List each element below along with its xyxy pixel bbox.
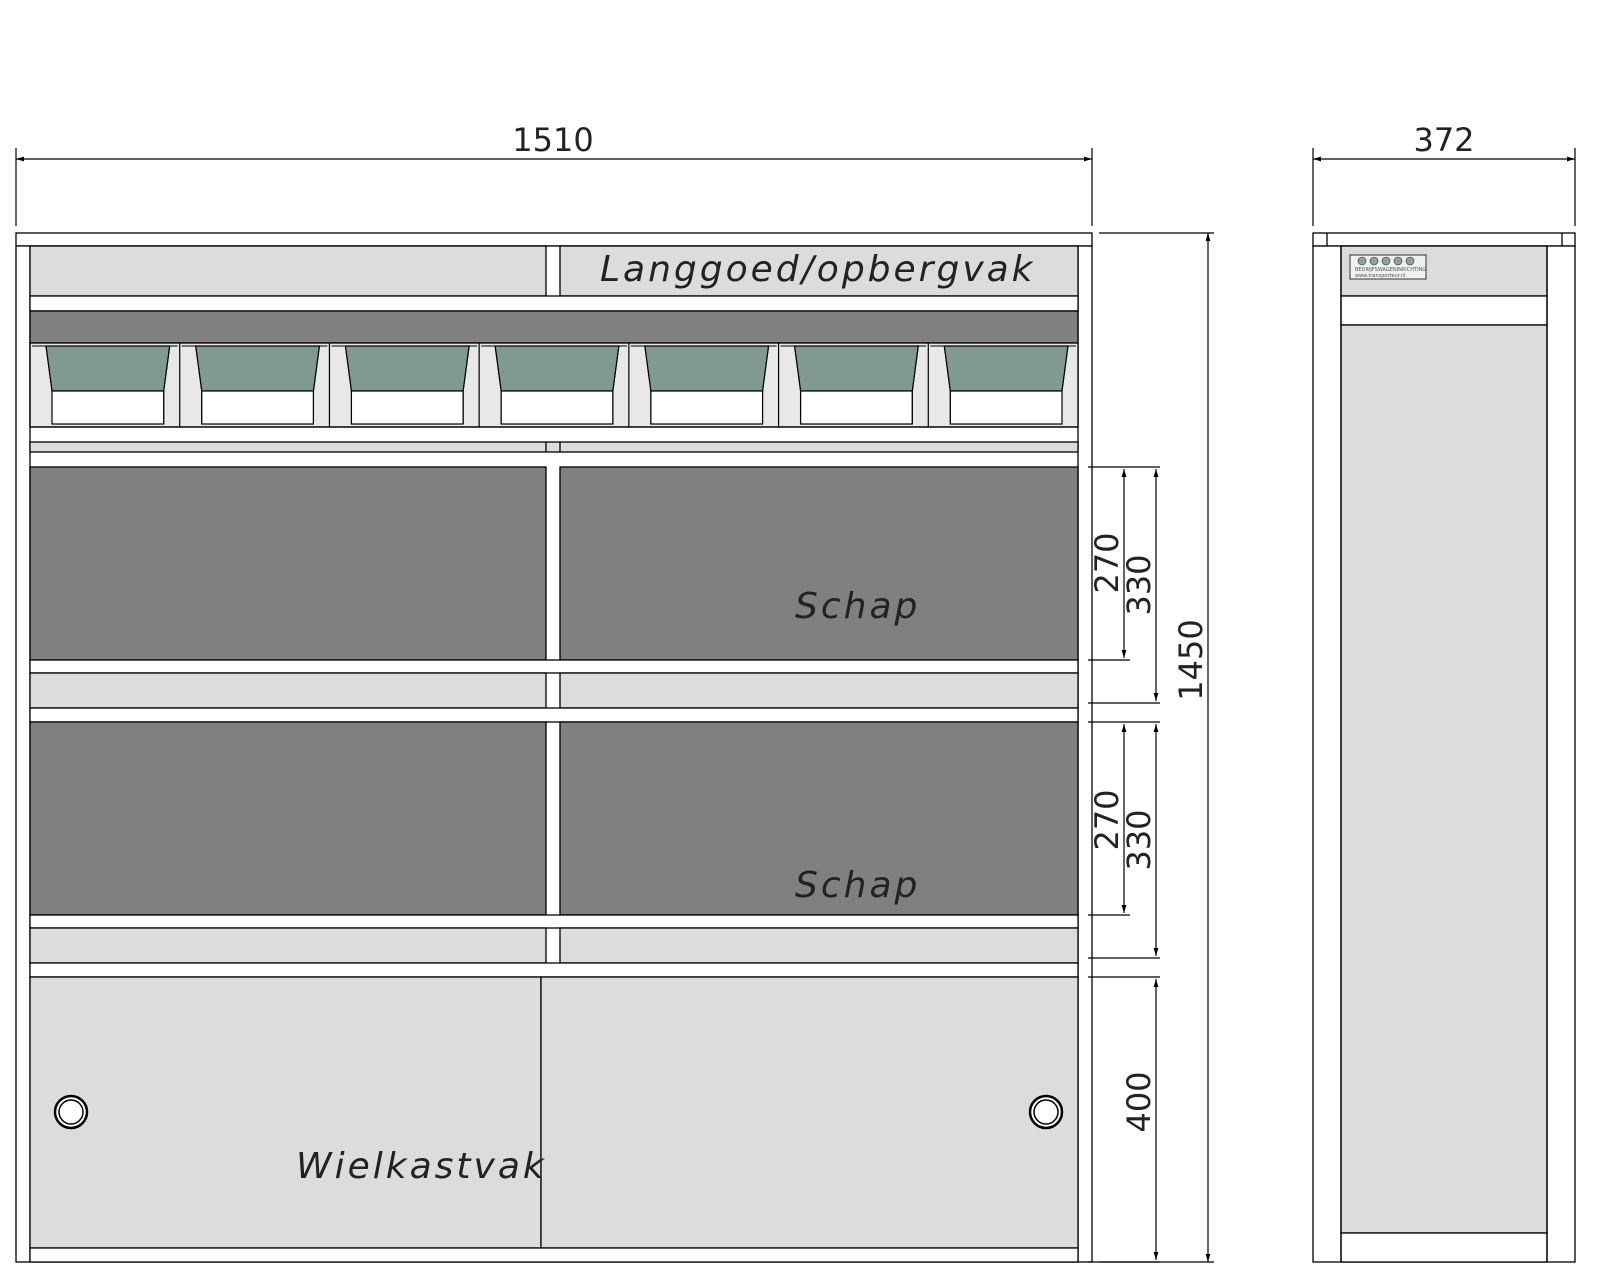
storage-bin (29, 343, 178, 427)
dim-wheel-height: 400 (1120, 1071, 1158, 1132)
wheel-compartment-right (540, 976, 1079, 1249)
top-compartment-left (29, 245, 547, 297)
label-lower-shelf: Schap (795, 865, 920, 906)
dim-total-height: 1450 (1172, 619, 1210, 700)
fastener-left (53, 1094, 89, 1130)
lower-shelf-left (29, 721, 547, 916)
dim-shelf2-inner: 270 (1088, 789, 1126, 850)
storage-bin (478, 343, 627, 427)
fastener-right (1028, 1094, 1064, 1130)
label-wheel-compartment: Wielkastvak (296, 1146, 547, 1187)
logo-line2: www.transporteur.nl (1355, 273, 1406, 279)
side-view (1312, 232, 1576, 1263)
storage-bin (777, 343, 927, 427)
logo-sticker: BEDRIJFSWAGENINRICHTING www.transporteur… (1349, 254, 1427, 280)
storage-bin (328, 343, 478, 427)
front-view (15, 232, 1093, 1263)
top-compartment-right (559, 245, 1079, 297)
dim-side-depth: 372 (1413, 121, 1474, 159)
dim-shelf1-inner: 270 (1088, 532, 1126, 593)
side-panel (1340, 324, 1548, 1234)
lower-shelf-right (559, 721, 1079, 916)
label-top-compartment: Langgoed/opbergvak (600, 249, 1036, 290)
label-upper-shelf: Schap (795, 586, 920, 627)
storage-bin (628, 343, 777, 427)
dimension-lines (15, 148, 1576, 1263)
dim-shelf2-outer: 330 (1120, 809, 1158, 870)
front-top-plate (15, 232, 1093, 247)
upper-shelf-right (559, 466, 1079, 661)
logo-line1: BEDRIJFSWAGENINRICHTING (1355, 267, 1426, 273)
side-top-plate (1312, 232, 1576, 247)
dim-shelf1-outer: 330 (1120, 554, 1158, 615)
dim-front-width: 1510 (512, 121, 593, 159)
upper-shelf-left (29, 466, 547, 661)
wheel-compartment-left (29, 976, 542, 1249)
storage-bin (927, 343, 1076, 427)
bin-rail (29, 310, 1079, 344)
storage-bin (179, 343, 328, 427)
